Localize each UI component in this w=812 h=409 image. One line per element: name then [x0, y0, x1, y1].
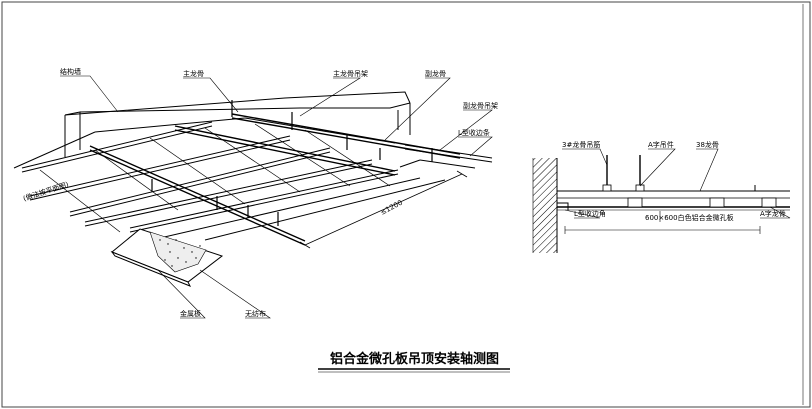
- label-keel-38: 38龙骨: [696, 140, 719, 149]
- main-keels: [89, 113, 461, 246]
- sub-keels: [21, 121, 446, 241]
- label-metal-panel: 金属板: [180, 309, 201, 318]
- label-spacing: ≤1200: [379, 199, 404, 217]
- dimension-line: [299, 170, 468, 249]
- label-main-keel-hanger: 主龙骨吊架: [333, 69, 368, 78]
- label-structural-wall: 结构墙: [60, 67, 81, 76]
- axonometric-view: [13, 75, 493, 319]
- section-leaders: [562, 148, 791, 222]
- label-hanger-rod: 3#龙骨吊筋: [562, 140, 600, 149]
- label-nonwoven: 无纺布: [245, 309, 266, 318]
- label-l-edge: L型收边角: [574, 209, 606, 218]
- nonwoven-dots: [159, 239, 201, 267]
- leader-lines: [60, 75, 493, 319]
- l-edge-angle: [557, 202, 569, 210]
- label-side-note: (做法按平面图): [22, 180, 70, 203]
- label-sub-keel-hanger: 副龙骨吊架: [463, 101, 498, 110]
- label-main-keel: 主龙骨: [183, 69, 204, 78]
- label-sub-keel: 副龙骨: [425, 69, 446, 78]
- metal-panel: [110, 228, 224, 287]
- section-wall-hatch: [533, 158, 557, 253]
- drawing-title: 铝合金微孔板吊顶安装轴测图: [330, 351, 499, 367]
- label-a-hanger: A字吊件: [648, 140, 674, 149]
- label-panel: 600×600白色铝合金微孔板: [645, 213, 734, 222]
- label-a-keel: A字龙骨: [760, 209, 786, 218]
- label-l-edge-strip: L型收边条: [458, 128, 490, 137]
- hangers: [151, 100, 433, 226]
- structural-wall: [64, 91, 411, 157]
- a-keel-joint: [627, 197, 643, 208]
- section-view: [532, 148, 791, 253]
